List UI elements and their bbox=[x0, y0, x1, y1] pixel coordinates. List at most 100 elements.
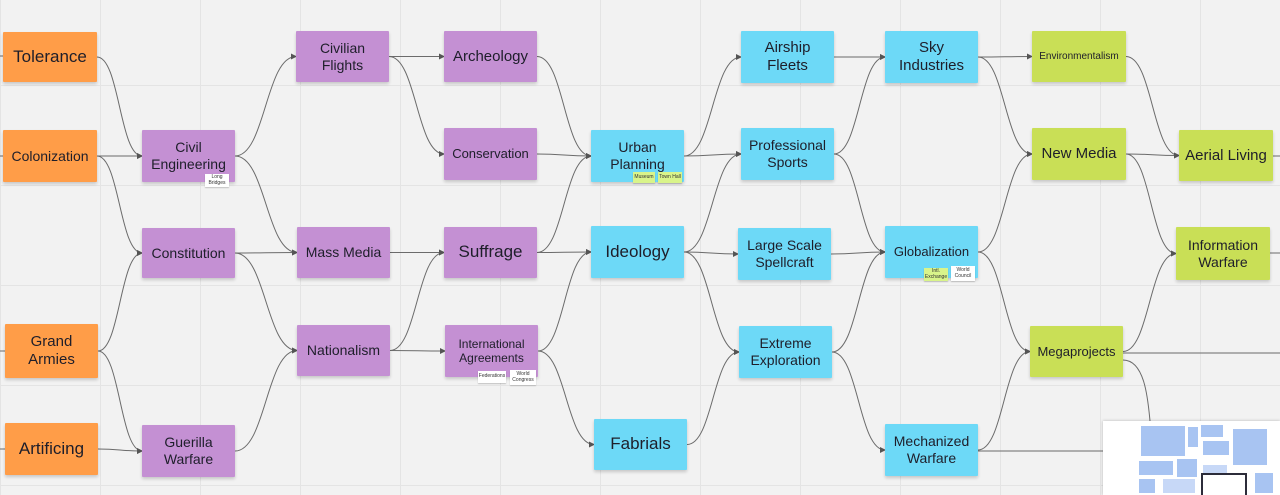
connector-civil_engineering-mass_media bbox=[234, 155, 298, 256]
node-label: Suffrage bbox=[458, 242, 523, 262]
node-label: Information Warfare bbox=[1187, 236, 1259, 270]
node-information-warfare[interactable]: Information Warfare bbox=[1176, 227, 1270, 280]
node-archeology[interactable]: Archeology bbox=[444, 31, 537, 82]
node-label: Fabrials bbox=[610, 434, 671, 454]
connector-offscreen bbox=[1122, 359, 1151, 422]
node-professional-sports[interactable]: Professional Sports bbox=[741, 128, 834, 180]
node-label: Nationalism bbox=[306, 342, 381, 359]
connector-urban_planning-airship_fleets bbox=[683, 54, 742, 157]
node-label: Airship Fleets bbox=[764, 39, 811, 74]
node-sky-industries[interactable]: Sky Industries bbox=[885, 31, 978, 83]
node-label: Artificing bbox=[18, 438, 85, 458]
connector-grand_armies-guerilla_warfare bbox=[97, 350, 143, 454]
minimap-block bbox=[1163, 479, 1195, 493]
node-new-media[interactable]: New Media bbox=[1032, 128, 1126, 180]
node-label: Conservation bbox=[452, 146, 529, 162]
tag-federations[interactable]: Federations bbox=[478, 371, 506, 383]
node-label: Mechanized Warfare bbox=[893, 433, 970, 466]
connector-new_media-aerial_living bbox=[1125, 152, 1180, 159]
node-mass-media[interactable]: Mass Media bbox=[297, 227, 390, 278]
node-label: Extreme Exploration bbox=[750, 335, 821, 368]
node-constitution[interactable]: Constitution bbox=[142, 228, 235, 278]
connector-large_scale_spellcraft-globalization bbox=[830, 249, 886, 256]
node-civil-engineering[interactable]: Civil Engineering bbox=[142, 130, 235, 182]
node-ideology[interactable]: Ideology bbox=[591, 226, 684, 278]
node-label: Constitution bbox=[151, 244, 226, 261]
connector-conservation-urban_planning bbox=[536, 152, 592, 159]
connector-professional_sports-globalization bbox=[833, 153, 886, 255]
node-label: Archeology bbox=[452, 47, 529, 65]
node-nationalism[interactable]: Nationalism bbox=[297, 325, 390, 376]
node-grand-armies[interactable]: Grand Armies bbox=[5, 324, 98, 378]
minimap-block bbox=[1201, 425, 1223, 437]
tag-world-congress[interactable]: World Congress bbox=[510, 370, 536, 385]
connector-sky_industries-environmentalism bbox=[977, 53, 1033, 60]
minimap-block bbox=[1177, 459, 1197, 477]
minimap[interactable] bbox=[1103, 421, 1280, 495]
node-label: Grand Armies bbox=[28, 333, 75, 368]
connector-grand_armies-constitution bbox=[97, 250, 143, 352]
connector-globalization-megaprojects bbox=[977, 251, 1031, 355]
minimap-block bbox=[1188, 427, 1198, 447]
node-label: Mass Media bbox=[305, 244, 382, 261]
tag-intl-exchange[interactable]: Intl. Exchange bbox=[924, 268, 948, 281]
minimap-block bbox=[1233, 429, 1267, 465]
node-guerilla-warfare[interactable]: Guerilla Warfare bbox=[142, 425, 235, 477]
tag-world-council[interactable]: World Council bbox=[951, 266, 975, 281]
tag-museum[interactable]: Museum bbox=[633, 172, 655, 183]
tag-town-hall[interactable]: Town Hall bbox=[658, 172, 682, 183]
connector-guerilla_warfare-nationalism bbox=[234, 347, 298, 452]
minimap-block bbox=[1255, 473, 1273, 493]
minimap-viewport[interactable] bbox=[1201, 473, 1247, 495]
connector-international_agreements-fabrials bbox=[537, 350, 595, 448]
node-conservation[interactable]: Conservation bbox=[444, 128, 537, 180]
connector-extreme_exploration-globalization bbox=[831, 249, 886, 353]
node-label: Guerilla Warfare bbox=[163, 434, 214, 467]
connector-globalization-new_media bbox=[977, 151, 1033, 253]
connector-new_media-information_warfare bbox=[1125, 153, 1177, 257]
connector-megaprojects-information_warfare bbox=[1122, 250, 1177, 352]
minimap-block bbox=[1139, 479, 1155, 493]
connector-nationalism-international_agreements bbox=[389, 347, 446, 354]
node-civilian-flights[interactable]: Civilian Flights bbox=[296, 31, 389, 82]
node-large-scale-spellcraft[interactable]: Large Scale Spellcraft bbox=[738, 228, 831, 280]
node-label: Megaprojects bbox=[1037, 343, 1116, 359]
connector-artificing-guerilla_warfare bbox=[97, 447, 143, 454]
node-tolerance[interactable]: Tolerance bbox=[3, 32, 97, 82]
connector-ideology-large_scale_spellcraft bbox=[683, 250, 739, 257]
tag-long-bridges[interactable]: Long Bridges bbox=[205, 174, 229, 187]
node-suffrage[interactable]: Suffrage bbox=[444, 227, 537, 278]
node-label: Globalization bbox=[893, 244, 970, 260]
node-aerial-living[interactable]: Aerial Living bbox=[1179, 130, 1273, 181]
node-international-agreements[interactable]: International Agreements bbox=[445, 325, 538, 377]
minimap-block bbox=[1203, 465, 1227, 473]
connector-international_agreements-ideology bbox=[537, 249, 592, 352]
connector-fabrials-extreme_exploration bbox=[686, 349, 740, 445]
node-colonization[interactable]: Colonization bbox=[3, 130, 97, 182]
connector-suffrage-ideology bbox=[536, 249, 592, 256]
connector-nationalism-suffrage bbox=[389, 249, 445, 351]
node-fabrials[interactable]: Fabrials bbox=[594, 419, 687, 470]
connector-sky_industries-new_media bbox=[977, 56, 1033, 157]
node-label: Tolerance bbox=[13, 46, 87, 66]
node-environmentalism[interactable]: Environmentalism bbox=[1032, 31, 1126, 82]
connector-environmentalism-aerial_living bbox=[1125, 56, 1180, 159]
node-artificing[interactable]: Artificing bbox=[5, 423, 98, 475]
node-label: Ideology bbox=[605, 241, 670, 261]
connector-professional_sports-sky_industries bbox=[833, 54, 886, 155]
connector-urban_planning-professional_sports bbox=[683, 151, 742, 158]
connector-constitution-nationalism bbox=[234, 252, 298, 354]
node-label: Professional Sports bbox=[748, 137, 827, 170]
node-extreme-exploration[interactable]: Extreme Exploration bbox=[739, 326, 832, 378]
node-label: Sky Industries bbox=[898, 39, 965, 74]
node-mechanized-warfare[interactable]: Mechanized Warfare bbox=[885, 424, 978, 476]
connector-constitution-mass_media bbox=[234, 249, 298, 256]
node-airship-fleets[interactable]: Airship Fleets bbox=[741, 31, 834, 83]
node-label: Civil Engineering bbox=[151, 139, 226, 172]
node-megaprojects[interactable]: Megaprojects bbox=[1030, 326, 1123, 377]
minimap-block bbox=[1139, 461, 1173, 475]
node-label: New Media bbox=[1041, 145, 1117, 162]
connector-tolerance-civil_engineering bbox=[96, 56, 143, 159]
connector-ideology-professional_sports bbox=[683, 151, 742, 253]
